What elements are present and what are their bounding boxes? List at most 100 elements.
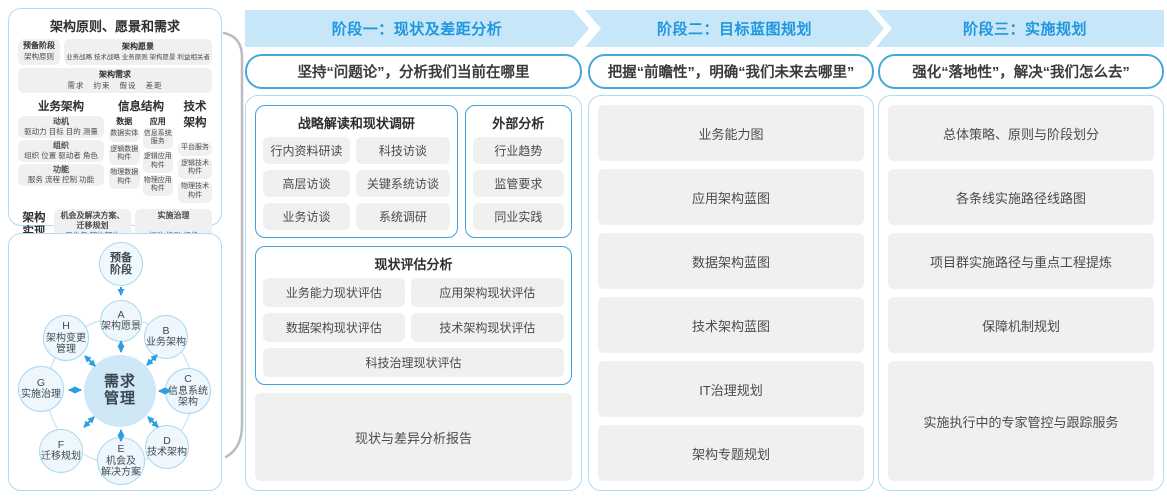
data-entity-box: 数据实体	[109, 127, 140, 142]
phase3-item: 各条线实施路径线路图	[888, 169, 1154, 225]
gap-analysis-report-box: 现状与差异分析报告	[255, 393, 572, 481]
node-a-id: A	[117, 308, 125, 321]
panel-title: 架构原则、愿景和需求	[49, 19, 180, 34]
logical-data-box: 逻辑数据 构件	[109, 143, 140, 165]
node-f-id: F	[57, 438, 65, 451]
prep-phase-title: 预备阶段	[23, 41, 55, 50]
phase1-header-band: 阶段一：现状及差距分析	[245, 10, 589, 47]
assessment-box: 现状评估分析 业务能力现状评估 应用架构现状评估 数据架构现状评估 技术架构现状…	[255, 246, 572, 385]
phase2-content-panel: 业务能力图 应用架构蓝图 数据架构蓝图 技术架构蓝图 IT治理规划 架构专题规划	[588, 95, 874, 491]
business-architecture-header: 业务架构	[38, 100, 84, 113]
external-analysis-title: 外部分析	[492, 116, 545, 131]
phase2-item: IT治理规划	[598, 361, 864, 417]
phase3-item: 实施执行中的专家管控与跟踪服务	[888, 361, 1154, 481]
phase2-slogan: 把握“前瞻性”，明确“我们未来去哪里”	[607, 65, 855, 81]
technology-architecture-column: 技术架构 平台服务 逻辑技术 构件 物理技术 构件	[178, 98, 212, 205]
phase1-slogan-pill: 坚持“问题论”，分析我们当前在哪里	[245, 54, 582, 89]
phase3-slogan-pill: 强化“落地性”，解决“我们怎么去”	[878, 54, 1164, 89]
phase2-header: 阶段二：目标蓝图规划	[656, 21, 812, 38]
assessment-item: 数据架构现状评估	[263, 313, 405, 342]
phase3-slogan: 强化“落地性”，解决“我们怎么去”	[912, 65, 1130, 81]
node-b-id: B	[162, 324, 170, 337]
architecture-requirements-box: 架构需求 需求 约束 假设 差距	[18, 67, 212, 93]
research-item: 高层访谈	[263, 170, 350, 197]
adm-cycle-panel: 预备 阶段 A 架构愿景 H 架构变更 管理 B 业务架构 G 实施治理 C 信…	[8, 233, 222, 491]
logical-tech-box: 逻辑技术 构件	[178, 157, 212, 179]
governance-title: 实施治理	[157, 210, 190, 220]
assessment-title: 现状评估分析	[374, 257, 453, 272]
node-g-id: G	[36, 376, 46, 389]
phase2-item: 架构专题规划	[598, 425, 864, 481]
node-d-label: 技术架构	[147, 447, 187, 459]
node-g-implementation-governance: G 实施治理	[18, 366, 64, 412]
research-item: 关键系统访谈	[355, 170, 450, 197]
phase2-item: 应用架构蓝图	[598, 169, 864, 225]
node-d-technology-architecture: D 技术架构	[145, 425, 189, 469]
opportunity-title: 机会及解决方案、 迁移规划	[60, 210, 125, 230]
prep-phase-sub: 架构原则	[24, 51, 54, 61]
phase1-header: 阶段一：现状及差距分析	[331, 21, 503, 38]
function-sub: 服务 流程 控制 功能	[27, 175, 95, 185]
information-structure-header: 信息结构	[118, 100, 164, 113]
assessment-item: 科技治理现状评估	[263, 348, 564, 377]
node-b-label: 业务架构	[146, 337, 186, 349]
platform-service-box: 平台服务	[178, 141, 212, 156]
phase3-content-panel: 总体策略、原则与阶段划分 各条线实施路径线路图 项目群实施路径与重点工程提炼 保…	[878, 95, 1164, 491]
business-architecture-column: 业务架构 动机 驱动力 目标 目的 测量 组织 组织 位置 驱动者 角色 功能 …	[18, 98, 104, 205]
node-f-migration-planning: F 迁移规划	[39, 429, 83, 473]
information-structure-column: 信息结构 数据 数据实体 逻辑数据 构件 物理数据 构件 应用 信息系统 服务 …	[109, 98, 173, 205]
organization-title: 组织	[53, 140, 69, 150]
prep-phase-box: 预备阶段 架构原则	[18, 39, 60, 65]
phase2-item: 技术架构蓝图	[598, 297, 864, 353]
requirements-title: 架构需求	[99, 69, 131, 79]
requirements-sub: 需求 约束 假设 差距	[67, 80, 163, 90]
node-h-change-management: H 架构变更 管理	[43, 315, 89, 361]
node-a-label: 架构愿景	[101, 321, 141, 333]
prep-phase-circle: 预备 阶段	[99, 242, 143, 286]
node-e-opportunities-solutions: E 机会及 解决方案	[97, 437, 145, 485]
node-g-label: 实施治理	[21, 389, 61, 401]
external-item: 监管要求	[472, 170, 564, 197]
logical-app-box: 逻辑应用 构件	[142, 151, 173, 173]
phase1-slogan: 坚持“问题论”，分析我们当前在哪里	[297, 65, 530, 81]
data-subcolumn: 数据 数据实体 逻辑数据 构件 物理数据 构件	[109, 116, 140, 199]
physical-data-box: 物理数据 构件	[109, 167, 140, 189]
node-d-id: D	[163, 434, 171, 447]
organization-box: 组织 组织 位置 驱动者 角色	[18, 139, 104, 162]
phase1-content-panel: 战略解读和现状调研 行内资料研读 科技访谈 高层访谈 关键系统访谈 业务访谈 系…	[245, 95, 582, 491]
research-item: 科技访谈	[355, 137, 450, 164]
research-item: 业务访谈	[263, 203, 350, 230]
phase2-item: 数据架构蓝图	[598, 233, 864, 289]
application-subcolumn: 应用 信息系统 服务 逻辑应用 构件 物理应用 构件	[142, 116, 173, 199]
phase2-item: 业务能力图	[598, 105, 864, 161]
requirements-management-circle: 需求 管理	[84, 355, 156, 427]
node-e-label: 机会及 解决方案	[101, 455, 141, 478]
principles-vision-requirements-panel: 架构原则、愿景和需求 预备阶段 架构原则 架构愿景 业务战略 技术战略 业务原则…	[8, 8, 222, 244]
vision-title: 架构愿景	[122, 42, 154, 51]
phase2-slogan-pill: 把握“前瞻性”，明确“我们未来去哪里”	[588, 54, 874, 89]
function-title: 功能	[53, 164, 69, 174]
organization-sub: 组织 位置 驱动者 角色	[24, 151, 98, 161]
phase3-header-band: 阶段三：实施规划	[876, 10, 1164, 47]
research-item: 行内资料研读	[263, 137, 350, 164]
motivation-title: 动机	[53, 116, 69, 126]
phase3-header: 阶段三：实施规划	[962, 21, 1087, 38]
node-c-label: 信息系统 架构	[168, 385, 208, 408]
assessment-item: 技术架构现状评估	[410, 313, 564, 342]
motivation-box: 动机 驱动力 目标 目的 测量	[18, 115, 104, 138]
strategy-research-title: 战略解读和现状调研	[297, 116, 415, 131]
assessment-item: 业务能力现状评估	[263, 278, 405, 307]
assessment-item: 应用架构现状评估	[410, 278, 564, 307]
node-c-id: C	[184, 372, 192, 385]
phase3-item: 保障机制规划	[888, 297, 1154, 353]
phase2-header-band: 阶段二：目标蓝图规划	[585, 10, 884, 47]
info-system-service-box: 信息系统 服务	[142, 127, 173, 149]
motivation-sub: 驱动力 目标 目的 测量	[24, 126, 98, 136]
data-header: 数据	[116, 116, 133, 126]
node-c-information-system-architecture: C 信息系统 架构	[165, 368, 211, 414]
phase3-item: 总体策略、原则与阶段划分	[888, 105, 1154, 161]
research-item: 系统调研	[355, 203, 450, 230]
physical-tech-box: 物理技术 构件	[178, 181, 212, 203]
application-header: 应用	[149, 116, 166, 126]
grouping-bracket	[222, 31, 244, 459]
